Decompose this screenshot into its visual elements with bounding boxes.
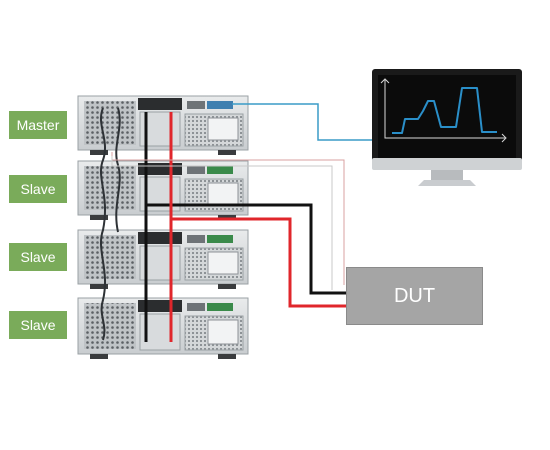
monitor-icon (372, 69, 522, 186)
sync-link-cables (99, 107, 121, 341)
negative-cable (144, 112, 346, 342)
positive-cable (169, 112, 346, 342)
master-label: Master (9, 111, 67, 139)
waveform-icon (392, 87, 497, 134)
slave-label-3: Slave (9, 311, 67, 339)
power-supply-unit-master (77, 95, 249, 155)
power-supply-unit-slave-3 (77, 297, 249, 359)
sense-wires (111, 152, 345, 290)
dut-box: DUT (346, 267, 483, 325)
slave-label-2: Slave (9, 243, 67, 271)
data-cable (232, 103, 376, 141)
slave-label-1: Slave (9, 175, 67, 203)
